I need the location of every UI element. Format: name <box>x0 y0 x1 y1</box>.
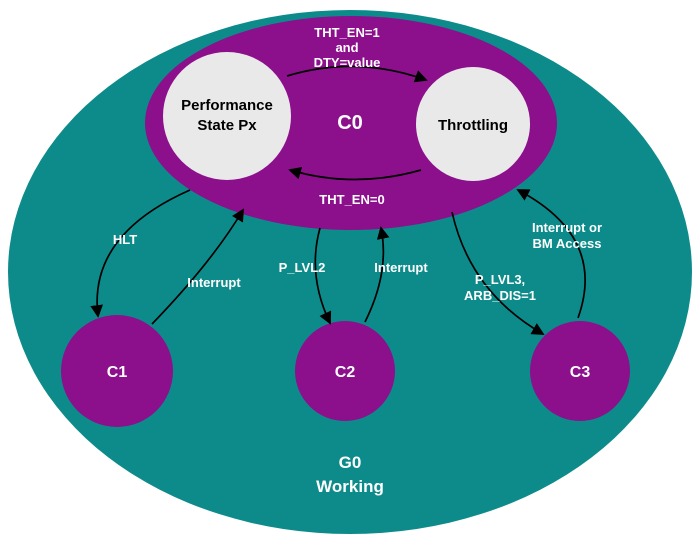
arrow-c3-to-c0-interrupt <box>516 189 586 319</box>
performance-state-label-line2: State Px <box>197 117 257 134</box>
interrupt-c3-label-line2: BM Access <box>533 236 602 251</box>
performance-state-circle <box>163 52 291 180</box>
interrupt-c3-label-line1: Interrupt or <box>532 220 602 235</box>
p-lvl3-label-line2: ARB_DIS=1 <box>464 288 536 303</box>
c1-label: C1 <box>107 364 128 381</box>
arrow-c1-to-c0-interrupt <box>151 208 244 325</box>
arrow-throttling-to-px <box>288 166 422 181</box>
tht-en0-label: THT_EN=0 <box>319 192 384 207</box>
g0-label-line1: G0 <box>339 453 362 472</box>
c0-label: C0 <box>337 112 363 134</box>
interrupt-c2-label: Interrupt <box>374 260 428 275</box>
tht-en1-label-line1: THT_EN=1 <box>314 25 379 40</box>
tht-en1-label-line2: and <box>335 40 358 55</box>
arrow-px-to-throttling <box>286 65 428 83</box>
throttling-label: Throttling <box>438 117 508 134</box>
arrow-c0-to-c2-plvl2 <box>314 227 332 325</box>
arrow-c0-to-c3-plvl3 <box>451 211 545 335</box>
c2-circle <box>295 321 395 421</box>
g0-label-line2: Working <box>316 477 384 496</box>
throttling-circle <box>416 67 530 181</box>
c2-label: C2 <box>335 364 356 381</box>
c3-label: C3 <box>570 364 591 381</box>
arrow-c2-to-c0-interrupt <box>364 226 390 323</box>
p-lvl2-label: P_LVL2 <box>279 260 326 275</box>
hlt-label: HLT <box>113 232 137 247</box>
interrupt-c1-label: Interrupt <box>187 275 241 290</box>
p-lvl3-label-line1: P_LVL3, <box>475 272 525 287</box>
c3-circle <box>530 321 630 421</box>
performance-state-label-line1: Performance <box>181 97 273 114</box>
c1-circle <box>61 315 173 427</box>
arrow-c0-to-c1-hlt <box>90 189 191 318</box>
tht-en1-label-line3: DTY=value <box>314 55 381 70</box>
